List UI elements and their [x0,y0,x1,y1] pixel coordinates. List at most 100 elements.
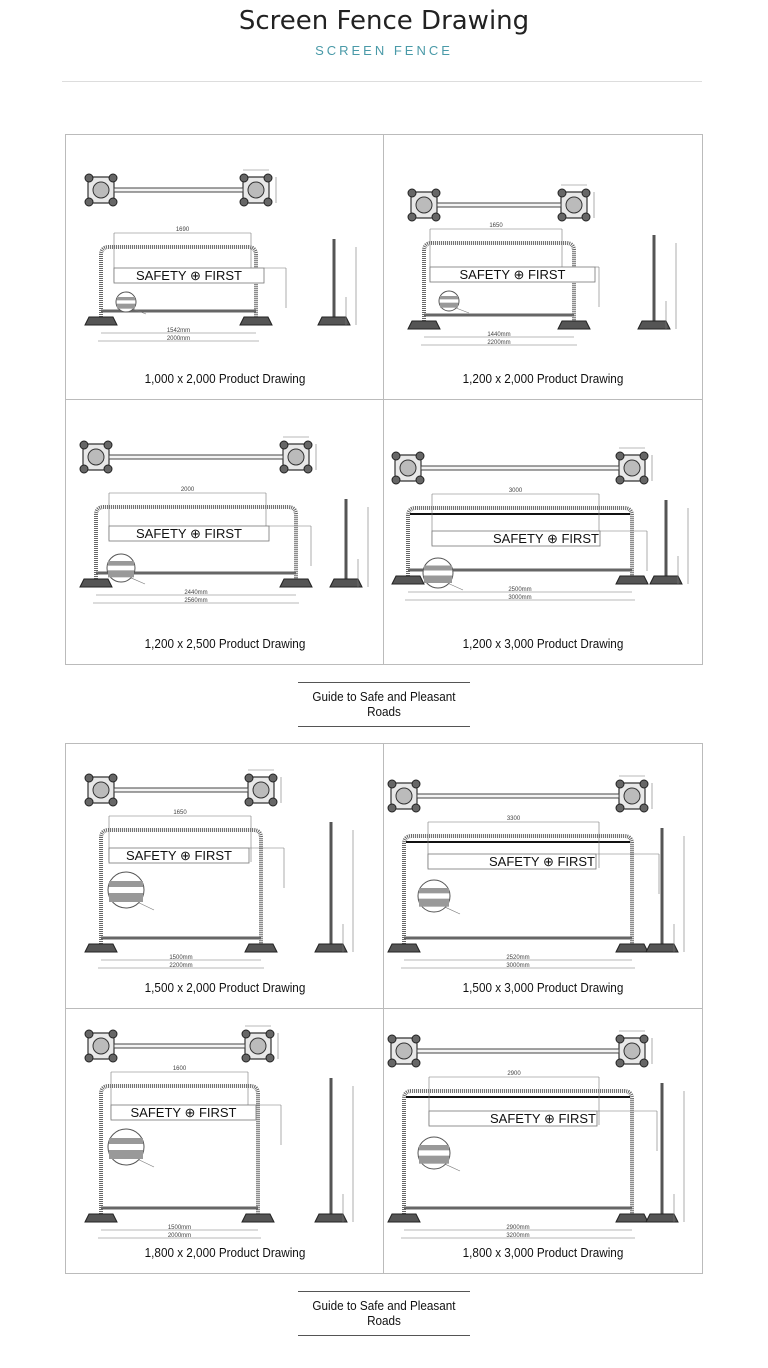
connector-lug [241,1029,251,1039]
base-block [649,575,683,585]
detail-callout-icon [107,871,145,909]
divider [62,81,702,82]
connector-lug [415,451,425,461]
connector-lug [279,464,289,474]
base-block [314,1213,348,1223]
base-block [241,1213,275,1223]
connector-lug [268,773,278,783]
base-block [615,943,649,953]
callout-leader [138,902,155,911]
base-block [279,578,313,588]
detail-hatch [108,570,134,578]
connector-lug [84,797,94,807]
connector-lug [391,475,401,485]
connector-lug [639,1034,649,1044]
guide-heading: Guide to Safe and Pleasant Roads [298,682,470,727]
drawing-caption: 1,200 x 3,000 Product Drawing [462,636,624,651]
callout-leader [130,577,146,585]
connector-hub [287,448,305,466]
base-block [84,943,118,953]
inner-dimension-label: 2900mm [506,1225,529,1231]
connector-lug [103,464,113,474]
detail-callout-icon [417,1136,451,1170]
base-block [84,316,118,326]
callout-leader [448,583,464,591]
outer-dimension-label: 2200mm [487,340,510,346]
connector-lug [268,797,278,807]
drawing-caption: 1,200 x 2,500 Product Drawing [144,636,306,651]
drawing-caption: 1,000 x 2,000 Product Drawing [144,371,306,386]
outer-dimension-label: 2000mm [168,1233,191,1239]
outer-dimension-label: 3000mm [508,595,531,601]
outer-dimension-label: 2560mm [184,598,207,604]
base-block [79,578,113,588]
outer-dimension-label: 3200mm [506,1233,529,1239]
connector-lug [244,773,254,783]
inner-dimension-label: 2520mm [506,955,529,961]
inner-dimension-label: 1542mm [167,328,190,334]
connector-lug [84,173,94,183]
base-block [637,320,671,330]
callout-leader [445,1163,461,1172]
base-block [387,943,421,953]
connector-hub [623,1042,641,1060]
banner [108,847,250,864]
base-block [244,943,278,953]
connector-lug [103,440,113,450]
connector-hub [252,781,270,799]
connector-hub [623,459,641,477]
connector-lug [387,1034,397,1044]
connector-lug [108,797,118,807]
connector-lug [411,803,421,813]
connector-lug [79,440,89,450]
connector-hub [249,1037,267,1055]
top-dimension-label: 2000 [181,487,195,493]
fence-frame [99,1084,260,1214]
fence-frame [99,245,258,317]
connector-lug [84,1053,94,1063]
connector-lug [108,1029,118,1039]
connector-lug [615,1034,625,1044]
drawing-caption: 1,800 x 2,000 Product Drawing [144,1245,306,1260]
callout-leader [132,308,147,315]
inner-dimension-label: 1440mm [487,332,510,338]
connector-lug [108,173,118,183]
detail-hatch [424,565,452,571]
detail-callout-icon [107,1128,145,1166]
connector-lug [581,188,591,198]
fence-frame [422,241,576,321]
detail-hatch [109,1138,143,1144]
detail-hatch [108,561,134,566]
banner [427,853,597,870]
banner [428,1110,598,1127]
top-rail [416,793,620,799]
connector-lug [407,212,417,222]
connector-lug [241,1053,251,1063]
connector-lug [581,212,591,222]
fence-frame [99,828,263,944]
inner-dimension-label: 1500mm [168,1225,191,1231]
connector-lug [615,1058,625,1068]
connector-lug [431,212,441,222]
connector-lug [391,451,401,461]
connector-lug [303,464,313,474]
detail-hatch [440,302,458,308]
connector-hub [92,781,110,799]
detail-hatch [109,893,143,902]
connector-lug [387,803,397,813]
connector-hub [395,1042,413,1060]
base-block [645,943,679,953]
connector-hub [565,196,583,214]
drawing-caption: 1,500 x 3,000 Product Drawing [462,980,624,995]
connector-hub [92,181,110,199]
outer-dimension-label: 2000mm [167,336,190,342]
connector-lug [615,451,625,461]
